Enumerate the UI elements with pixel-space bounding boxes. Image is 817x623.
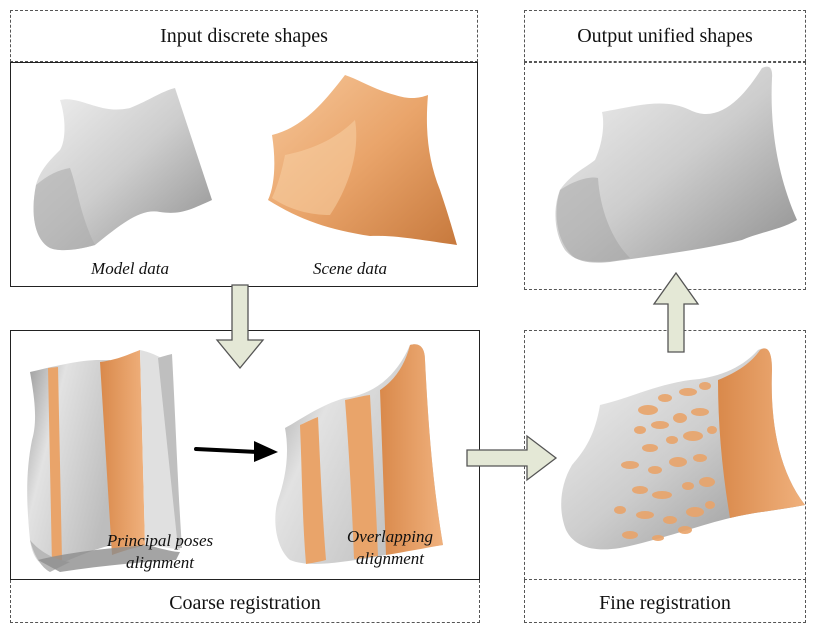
output-surface-shadow: [556, 177, 630, 262]
principal-poses-surface: [27, 350, 182, 572]
arrow-right: [466, 434, 558, 482]
model-surface-shadow: [33, 168, 95, 251]
arrow-up: [652, 271, 700, 353]
fine-overlap-speckles: [614, 382, 717, 541]
output-panel-title: Output unified shapes: [577, 25, 753, 47]
fine-panel-title: Fine registration: [599, 592, 731, 614]
overlapping-caption: Overlapping alignment: [347, 527, 433, 568]
scene-surface-highlight: [272, 120, 357, 215]
output-title-frame: Output unified shapes: [524, 10, 806, 62]
coarse-panel-title: Coarse registration: [169, 592, 321, 614]
arrow-black: [194, 441, 278, 462]
input-panel-title: Input discrete shapes: [160, 25, 328, 47]
fine-surface: [561, 348, 805, 550]
model-data-caption: Model data: [91, 259, 169, 278]
input-title-frame: Input discrete shapes: [10, 10, 478, 62]
output-surface: [555, 66, 797, 263]
scene-data-caption: Scene data: [312, 259, 388, 278]
overlapping-surface: [275, 344, 443, 564]
principal-poses-caption: Principal poses alignment: [106, 531, 214, 572]
arrow-down: [215, 284, 265, 370]
